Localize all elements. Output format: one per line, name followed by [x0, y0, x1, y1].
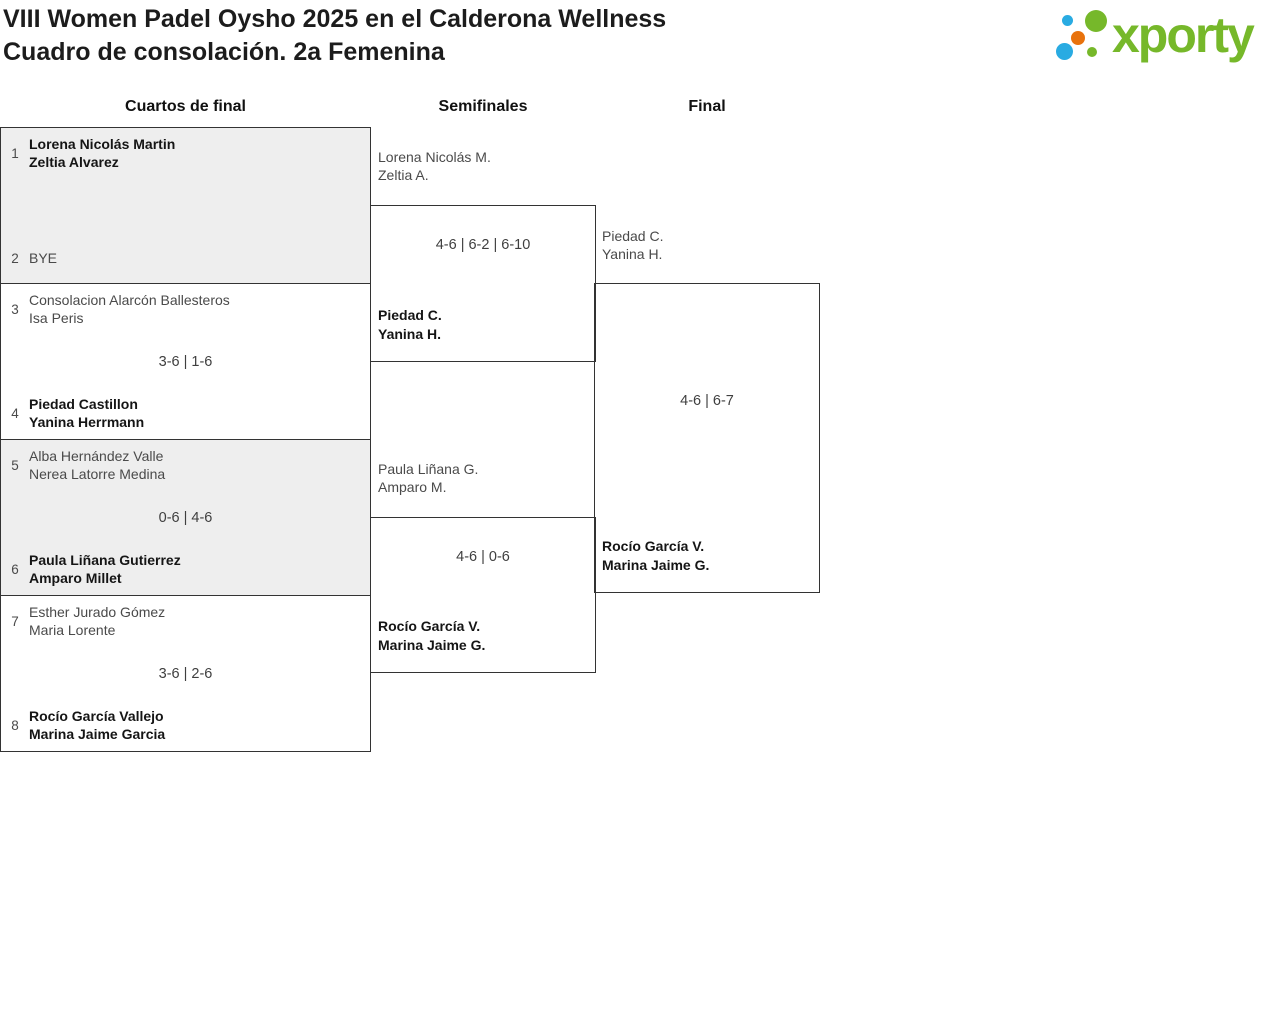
round-header-final: Final [688, 98, 726, 115]
player-name: Marina Jaime Garcia [29, 726, 166, 742]
seed-number: 7 [11, 613, 19, 629]
player-name: Lorena Nicolás Martin [29, 136, 176, 152]
logo-dot-icon [1056, 43, 1073, 60]
team-entry: 1 Lorena Nicolás Martin Zeltia Alvarez [1, 135, 175, 171]
semifinal2-team1: Paula Liñana G. Amparo M. [378, 460, 478, 496]
player-name: Yanina H. [602, 246, 663, 262]
player-name: Marina Jaime G. [378, 637, 486, 653]
logo-dot-icon [1087, 47, 1097, 57]
player-name: Zeltia Alvarez [29, 154, 119, 170]
match-score: 0-6 | 4-6 [158, 509, 213, 526]
quarterfinals-column: 1 Lorena Nicolás Martin Zeltia Alvarez 2… [0, 127, 371, 752]
team-entry: 8 Rocío García Vallejo Marina Jaime Garc… [1, 707, 165, 743]
player-name: Amparo Millet [29, 570, 122, 586]
team-names: Esther Jurado Gómez Maria Lorente [29, 603, 165, 639]
match-quarterfinal-3: 5 Alba Hernández Valle Nerea Latorre Med… [1, 440, 370, 596]
team-entry: 4 Piedad Castillon Yanina Herrmann [1, 395, 144, 431]
team-entry: 6 Paula Liñana Gutierrez Amparo Millet [1, 551, 181, 587]
logo-dot-icon [1062, 15, 1073, 26]
player-name: Marina Jaime G. [602, 557, 710, 573]
player-name: Paula Liñana Gutierrez [29, 552, 181, 568]
seed-number: 3 [11, 301, 19, 317]
xporty-logo[interactable]: xporty [1048, 4, 1276, 72]
match-score: 4-6 | 6-2 | 6-10 [435, 237, 531, 253]
player-name: Yanina H. [378, 326, 442, 342]
semifinal2-winner: Rocío García V. Marina Jaime G. [378, 617, 485, 655]
player-name: Consolacion Alarcón Ballesteros [29, 292, 230, 308]
team-names: Lorena Nicolás Martin Zeltia Alvarez [29, 135, 175, 171]
match-score: 4-6 | 6-7 [680, 393, 734, 409]
team-names: Piedad Castillon Yanina Herrmann [29, 395, 144, 431]
player-name: Lorena Nicolás M. [378, 149, 491, 165]
player-name: Paula Liñana G. [378, 461, 479, 477]
logo-wordmark: xporty [1112, 7, 1255, 63]
match-quarterfinal-1: 1 Lorena Nicolás Martin Zeltia Alvarez 2… [1, 128, 370, 284]
team-entry: 2 BYE [1, 249, 57, 267]
seed-number: 2 [11, 250, 19, 266]
match-score: 3-6 | 2-6 [158, 665, 213, 682]
match-score: 4-6 | 0-6 [456, 549, 510, 565]
player-name: Piedad C. [378, 307, 442, 323]
match-final: 4-6 | 6-7 Rocío García V. Marina Jaime G… [594, 283, 820, 593]
seed-number: 1 [11, 145, 19, 161]
page-title: VIII Women Padel Oysho 2025 en el Calder… [3, 3, 666, 69]
match-semifinal-2: 4-6 | 0-6 Rocío García V. Marina Jaime G… [370, 517, 596, 673]
semifinal1-winner: Piedad C. Yanina H. [378, 306, 442, 344]
player-name: Piedad C. [602, 228, 664, 244]
team-names: Paula Liñana Gutierrez Amparo Millet [29, 551, 181, 587]
seed-number: 4 [11, 405, 19, 421]
team-names: Rocío García Vallejo Marina Jaime Garcia [29, 707, 165, 743]
team-entry: 5 Alba Hernández Valle Nerea Latorre Med… [1, 447, 165, 483]
player-name: Amparo M. [378, 479, 447, 495]
match-quarterfinal-4: 7 Esther Jurado Gómez Maria Lorente 3-6 … [1, 596, 370, 751]
match-quarterfinal-2: 3 Consolacion Alarcón Ballesteros Isa Pe… [1, 284, 370, 440]
player-name: Isa Peris [29, 310, 84, 326]
seed-number: 6 [11, 561, 19, 577]
player-name: Maria Lorente [29, 622, 116, 638]
player-name: Zeltia A. [378, 167, 429, 183]
seed-number: 5 [11, 457, 19, 473]
player-name: Alba Hernández Valle [29, 448, 164, 464]
player-name: Rocío García Vallejo [29, 708, 164, 724]
team-entry: 3 Consolacion Alarcón Ballesteros Isa Pe… [1, 291, 230, 327]
player-name: BYE [29, 250, 58, 266]
player-name: Rocío García V. [602, 538, 705, 554]
team-names: BYE [29, 249, 57, 267]
final-team1: Piedad C. Yanina H. [602, 227, 663, 263]
tournament-title: VIII Women Padel Oysho 2025 en el Calder… [3, 5, 667, 33]
round-header-quarterfinals: Cuartos de final [125, 98, 246, 115]
match-score: 3-6 | 1-6 [158, 353, 213, 370]
player-name: Rocío García V. [378, 618, 481, 634]
seed-number: 8 [11, 717, 19, 733]
final-winner: Rocío García V. Marina Jaime G. [602, 537, 709, 575]
bracket-subtitle: Cuadro de consolación. 2a Femenina [3, 38, 445, 66]
logo-dot-icon [1085, 10, 1107, 32]
player-name: Nerea Latorre Medina [29, 466, 166, 482]
match-semifinal-1: 4-6 | 6-2 | 6-10 Piedad C. Yanina H. [370, 205, 596, 362]
round-header-semifinals: Semifinales [438, 98, 528, 115]
team-names: Consolacion Alarcón Ballesteros Isa Peri… [29, 291, 230, 327]
player-name: Yanina Herrmann [29, 414, 145, 430]
player-name: Esther Jurado Gómez [29, 604, 166, 620]
team-entry: 7 Esther Jurado Gómez Maria Lorente [1, 603, 165, 639]
semifinal1-team1: Lorena Nicolás M. Zeltia A. [378, 148, 491, 184]
player-name: Piedad Castillon [29, 396, 138, 412]
logo-dot-icon [1071, 31, 1085, 45]
team-names: Alba Hernández Valle Nerea Latorre Medin… [29, 447, 165, 483]
